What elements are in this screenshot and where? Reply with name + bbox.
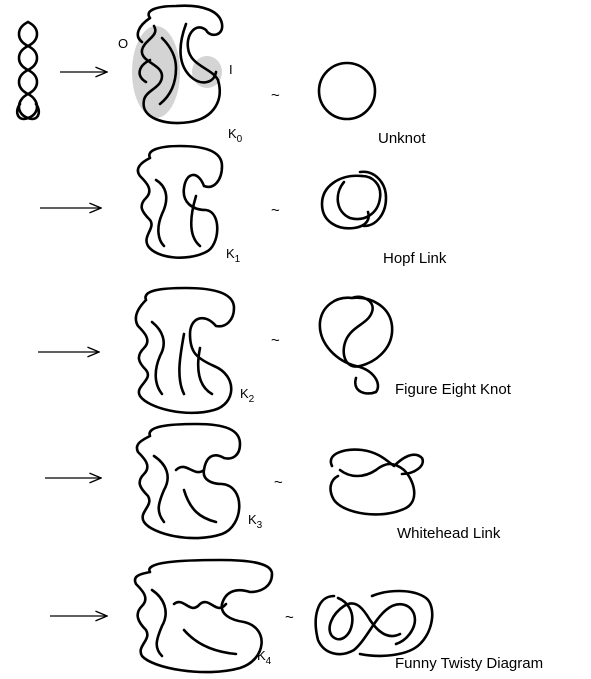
result-diagram-figure-eight: [318, 295, 394, 395]
result-diagram-funny-twisty: [314, 589, 434, 658]
row-k1: K1 ~ Hopf Link: [40, 144, 447, 267]
knot-label-k2: K2: [240, 386, 255, 405]
knot-diagram-k0: [136, 4, 224, 125]
knot-diagram-k2: [134, 286, 236, 415]
region-label-O: O: [118, 36, 128, 51]
knot-label-k3: K3: [248, 512, 263, 531]
result-label-whitehead-link: Whitehead Link: [397, 525, 501, 542]
row-k0: O I K0 ~ Unknot: [60, 4, 426, 147]
knot-label-k0: K0: [228, 126, 243, 145]
region-label-I: I: [229, 62, 233, 77]
knot-diagram-k4: [133, 558, 274, 674]
equivalence-symbol: ~: [271, 87, 280, 104]
result-label-unknot: Unknot: [378, 130, 426, 147]
result-diagram-unknot: [317, 61, 377, 121]
knot-diagram-k3: [135, 422, 242, 540]
equivalence-symbol: ~: [274, 474, 283, 491]
knot-diagram-k1: [136, 144, 224, 259]
equivalence-symbol: ~: [285, 609, 294, 626]
row-k3: K3 ~ Whitehead Link: [45, 422, 501, 542]
row-k4: K4 ~ Funny Twisty Diagram: [50, 558, 543, 674]
equivalence-symbol: ~: [271, 202, 280, 219]
result-label-funny-twisty: Funny Twisty Diagram: [395, 655, 543, 672]
knot-label-k4: K4: [257, 648, 272, 667]
result-label-hopf-link: Hopf Link: [383, 250, 447, 267]
result-diagram-hopf-link: [320, 170, 388, 230]
knot-label-k1: K1: [226, 246, 241, 265]
row-k2: K2 ~ Figure Eight Knot: [38, 286, 512, 415]
result-label-figure-eight: Figure Eight Knot: [395, 381, 512, 398]
equivalence-symbol: ~: [271, 332, 280, 349]
twisted-band: [15, 20, 41, 121]
result-diagram-whitehead-link: [329, 448, 425, 516]
